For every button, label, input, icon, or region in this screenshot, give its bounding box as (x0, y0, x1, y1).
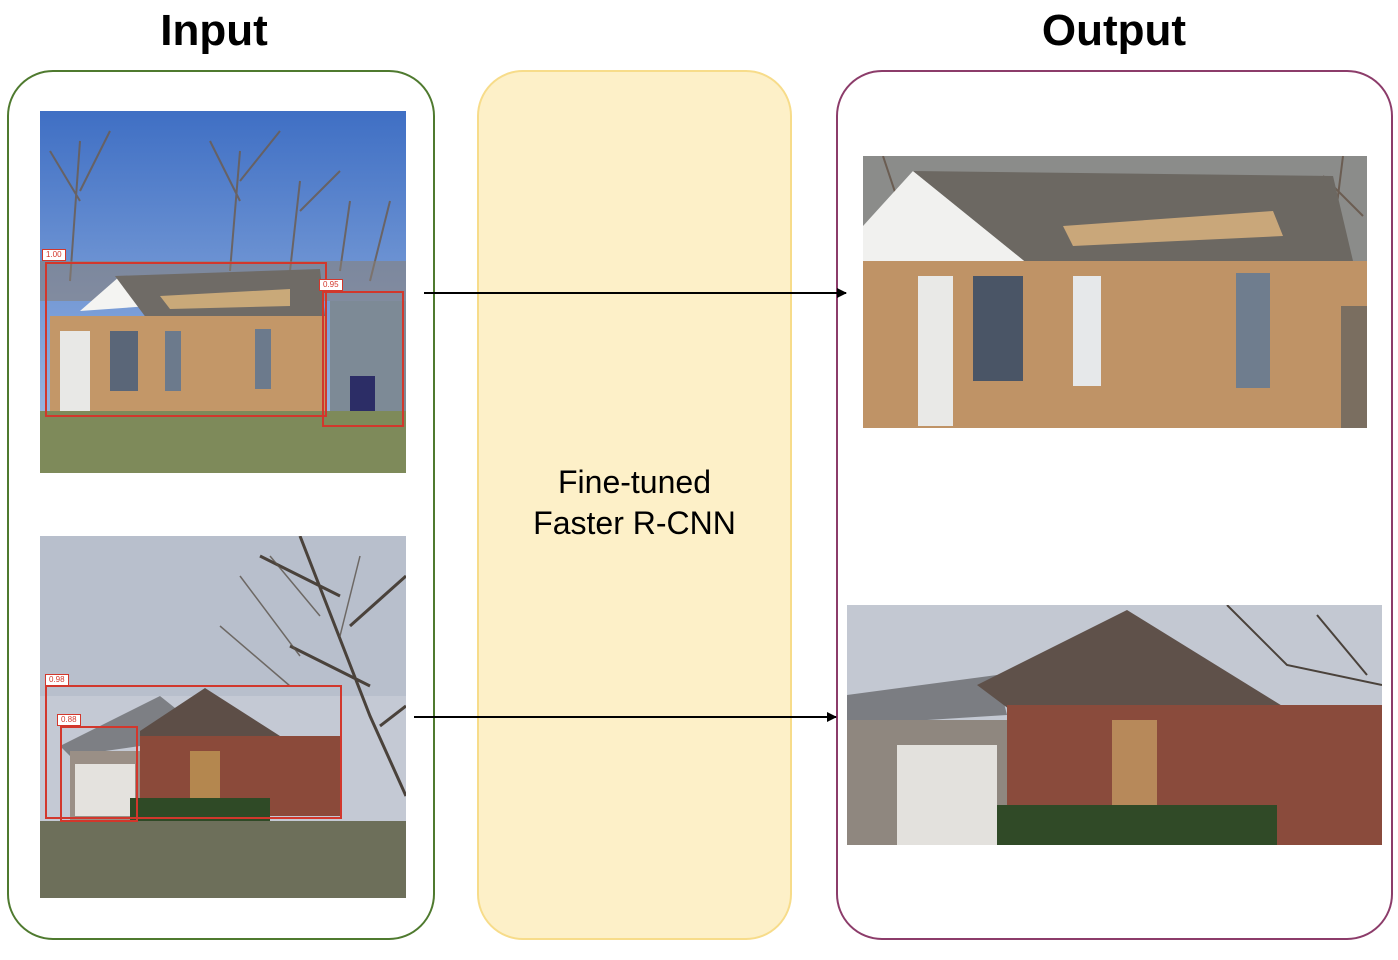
detection-box (45, 262, 327, 417)
output-panel (836, 70, 1393, 940)
detection-box (45, 685, 342, 819)
model-label-line1: Fine-tuned (558, 464, 711, 500)
model-panel (477, 70, 792, 940)
model-label-line2: Faster R-CNN (533, 505, 736, 541)
input-photo-house-1 (40, 111, 406, 473)
output-photo-house-2 (847, 605, 1382, 845)
output-title: Output (1041, 6, 1187, 55)
input-panel (7, 70, 435, 940)
model-label: Fine-tuned Faster R-CNN (477, 462, 792, 544)
detection-score: 0.98 (45, 674, 69, 686)
detection-score: 0.95 (319, 279, 343, 291)
detection-score: 0.88 (57, 714, 81, 726)
output-photo-house-1 (863, 156, 1367, 428)
detection-box (60, 726, 138, 822)
input-title: Input (160, 6, 268, 55)
detection-box (322, 291, 404, 427)
detection-score: 1.00 (42, 249, 66, 261)
